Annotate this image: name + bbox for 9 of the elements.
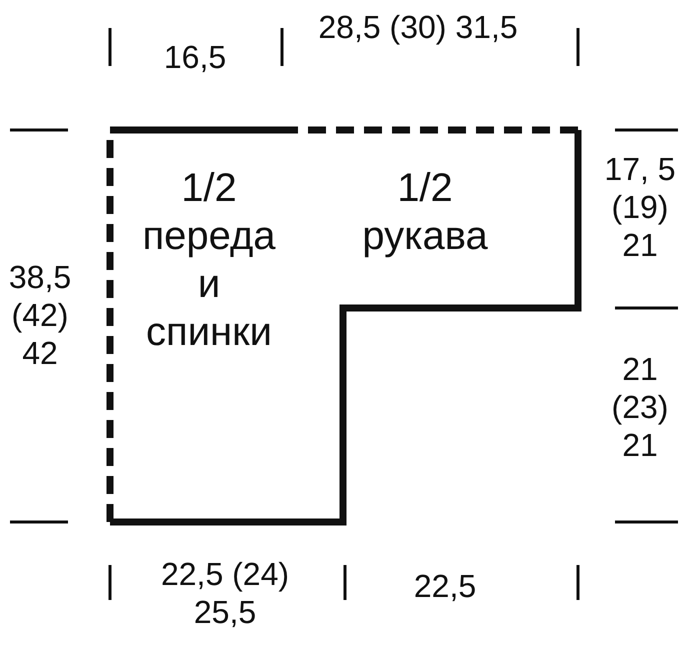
dimension-label: 28,5 (30) 31,5 bbox=[318, 8, 518, 46]
part-label: 1/2 переда и спинки bbox=[141, 165, 277, 356]
dimension-label: 22,5 bbox=[412, 567, 478, 605]
dimension-label: 22,5 (24) 25,5 bbox=[160, 555, 290, 631]
dimension-label: 21 (23) 21 bbox=[610, 350, 670, 464]
dimension-label: 16,5 bbox=[162, 38, 228, 76]
dimension-label: 38,5 (42) 42 bbox=[8, 258, 72, 372]
part-label: 1/2 рукава bbox=[361, 165, 489, 260]
dimension-label: 17, 5 (19) 21 bbox=[603, 150, 677, 264]
